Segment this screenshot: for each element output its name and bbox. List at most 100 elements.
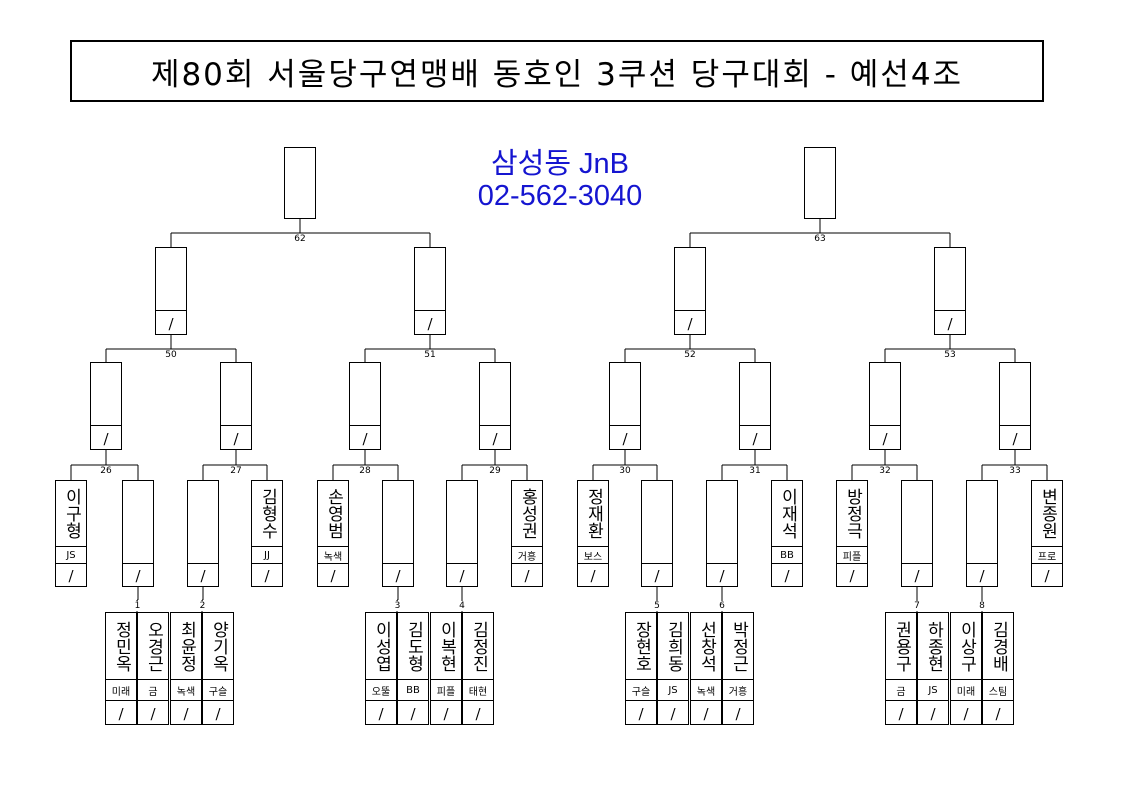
match-number: 33: [1008, 466, 1022, 476]
player-club: 금: [138, 679, 168, 700]
empty-slot: [123, 546, 153, 563]
score-mark: /: [480, 425, 510, 451]
score-mark: /: [252, 563, 282, 588]
player-club: 녹색: [318, 546, 348, 563]
match-number: 29: [488, 466, 502, 476]
player-name: 하종현: [918, 613, 948, 679]
score-mark: /: [870, 425, 900, 451]
match-number: 2: [198, 601, 207, 611]
empty-slot: [188, 481, 218, 546]
score-mark: /: [91, 425, 121, 451]
score-mark: /: [415, 310, 445, 336]
player-club: 보스: [578, 546, 608, 563]
player-name-text: 손영범: [323, 488, 344, 539]
match-number: 32: [878, 466, 892, 476]
empty-slot: [642, 546, 672, 563]
player-club: 프로: [1032, 546, 1062, 563]
player-name: 홍성권: [512, 481, 542, 546]
player-name-text: 김도형: [403, 620, 424, 672]
player-club: BB: [772, 546, 802, 563]
score-mark: /: [350, 425, 380, 451]
empty-slot: [740, 363, 770, 425]
empty-slot: [870, 363, 900, 425]
player-name: 정재환: [578, 481, 608, 546]
quarter-box: /: [479, 362, 511, 450]
player-club: 미래: [106, 679, 136, 700]
player-name: 박정근: [723, 613, 753, 679]
player-name: 김형수: [252, 481, 282, 546]
player-name: 선창석: [691, 613, 721, 679]
player-club: 피플: [837, 546, 867, 563]
score-mark: /: [723, 700, 753, 726]
player-name-text: 박정근: [728, 620, 749, 672]
empty-slot: [610, 363, 640, 425]
match-number: 6: [718, 601, 726, 611]
match-number: 52: [683, 350, 697, 360]
empty-slot: [221, 363, 251, 425]
score-mark: /: [837, 563, 867, 588]
player-name: 이상구: [951, 613, 981, 679]
match-number: 50: [164, 350, 178, 360]
player-name: 정민옥: [106, 613, 136, 679]
empty-slot: [415, 248, 445, 310]
final-box: [284, 147, 316, 219]
score-mark: /: [366, 700, 396, 726]
semi-box: /: [674, 247, 706, 335]
player-club: 녹색: [691, 679, 721, 700]
player-club: 구슬: [203, 679, 233, 700]
match-number: 51: [423, 350, 437, 360]
score-mark: /: [578, 563, 608, 588]
empty-slot: [707, 546, 737, 563]
player-name-text: 장현호: [631, 620, 652, 672]
quarter-box: /: [220, 362, 252, 450]
player-name: 김경배: [983, 613, 1013, 679]
empty-slot: [902, 481, 932, 546]
empty-slot: [707, 481, 737, 546]
empty-slot: [935, 248, 965, 310]
player-club: JS: [658, 679, 688, 700]
match-number: 62: [293, 234, 307, 244]
player-name: 방정극: [837, 481, 867, 546]
score-mark: /: [383, 563, 413, 588]
score-mark: /: [691, 700, 721, 726]
semi-box: /: [155, 247, 187, 335]
score-mark: /: [203, 700, 233, 726]
score-mark: /: [967, 563, 997, 588]
empty-slot: [642, 481, 672, 546]
empty-slot: [156, 248, 186, 310]
player-club: 태현: [463, 679, 493, 700]
match-number: 7: [913, 601, 921, 611]
score-mark: /: [886, 700, 916, 726]
player-club: 금: [886, 679, 916, 700]
match-number: 30: [618, 466, 632, 476]
match-number: 53: [943, 350, 957, 360]
player-name-text: 권용구: [891, 620, 912, 672]
player-name-text: 김희동: [663, 620, 684, 672]
empty-slot: [805, 148, 835, 220]
score-mark: /: [675, 310, 705, 336]
player-name-text: 홍성권: [517, 488, 538, 539]
score-mark: /: [463, 700, 493, 726]
score-mark: /: [658, 700, 688, 726]
player-name: 김도형: [398, 613, 428, 679]
sponsor-name: 삼성동 JnB: [490, 148, 630, 180]
match-number: 27: [229, 466, 243, 476]
player-name-text: 이재석: [777, 488, 798, 539]
first-round-player-box: 김희동 JS/: [657, 612, 689, 725]
score-mark: /: [918, 700, 948, 726]
second-round-box: /: [641, 480, 673, 587]
tournament-title: 제80회 서울당구연맹배 동호인 3쿠션 당구대회 - 예선4조: [70, 40, 1044, 102]
